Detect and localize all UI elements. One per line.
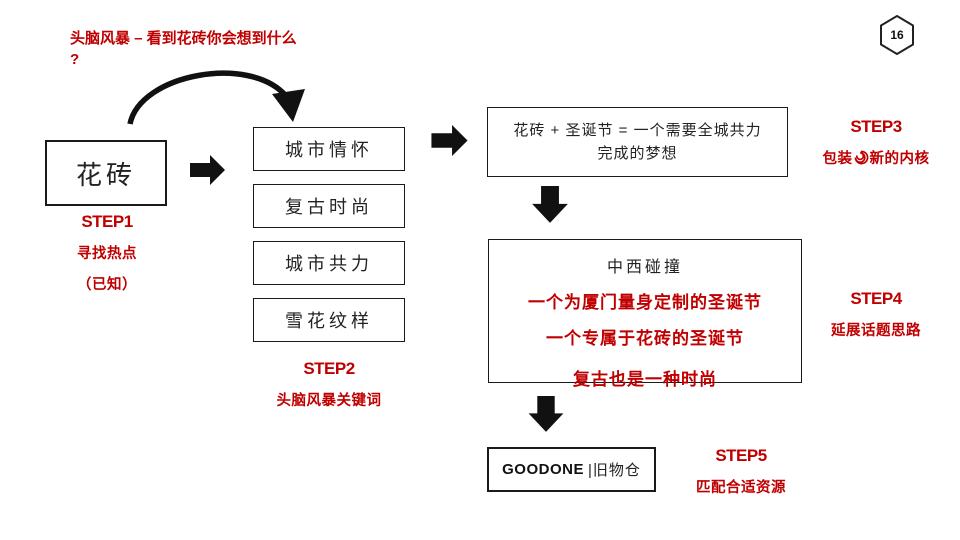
page-number-badge: 16 [878,14,916,56]
hotspot-box: 花砖 [45,140,167,206]
hexagon-icon [880,15,914,55]
step2-label: STEP2 [303,359,355,378]
collision-line: 一个专属于花砖的圣诞节 [546,329,744,348]
arrow-right-icon [190,155,225,185]
step3-block: STEP3 包装新的内核 [800,117,952,169]
step5-label: STEP5 [715,446,767,465]
step3-label: STEP3 [850,117,902,136]
step1-desc2: （已知） [77,277,137,293]
keyword-label: 城市情怀 [285,140,373,160]
step2-desc: 头脑风暴关键词 [276,393,382,409]
keyword-box-city-strength: 城市共力 [253,241,405,285]
slide-title-line1: 头脑风暴 – 看到花砖你会想到什么 [70,30,297,47]
step3-desc: 包装新的内核 [800,147,952,169]
collision-box: 中西碰撞 一个为厦门量身定制的圣诞节 一个专属于花砖的圣诞节 复古也是一种时尚 [488,239,802,389]
keyword-label: 复古时尚 [285,197,373,217]
keyword-box-snowflake-pattern: 雪花纹样 [253,298,405,342]
page-number: 16 [890,28,904,42]
step3-desc-prefix: 包装 [822,151,853,167]
formula-line1: 花砖 + 圣诞节 = 一个需要全城共力 [513,121,762,139]
step4-label: STEP4 [850,289,902,308]
resource-box: GOODONE |旧物仓 [487,447,656,492]
curved-arrow-icon [127,70,305,125]
collision-heading: 中西碰撞 [606,259,683,276]
step4-block: STEP4 延展话题思路 [800,289,952,340]
step5-desc: 匹配合适资源 [696,480,786,496]
keyword-box-retro-fashion: 复古时尚 [253,184,405,228]
formula-line2: 完成的梦想 [597,145,678,162]
step1-desc: 寻找热点 [77,246,137,262]
slide-title-line2: ? [70,51,80,68]
keyword-label: 城市共力 [285,254,373,274]
step1-block: STEP1 寻找热点 （已知） [40,212,174,294]
arrow-down-icon [528,396,564,432]
arrow-right-icon [431,125,468,156]
resource-suffix: |旧物仓 [587,462,641,479]
step5-block: STEP5 匹配合适资源 [666,446,816,497]
keyword-label: 雪花纹样 [285,311,373,331]
slide-title: 头脑风暴 – 看到花砖你会想到什么 ? [70,28,410,70]
collision-line: 一个为厦门量身定制的圣诞节 [528,293,762,312]
collision-line: 复古也是一种时尚 [573,370,717,389]
step2-block: STEP2 头脑风暴关键词 [244,359,414,410]
keyword-column: 城市情怀 复古时尚 城市共力 雪花纹样 [253,127,405,342]
step4-desc: 延展话题思路 [831,323,921,339]
resource-brand: GOODONE [502,461,584,478]
formula-box: 花砖 + 圣诞节 = 一个需要全城共力 完成的梦想 [487,107,788,177]
swirl-icon [854,150,869,169]
arrow-down-icon [532,186,568,223]
step1-label: STEP1 [81,212,133,231]
step3-desc-suffix: 新的内核 [869,151,930,167]
hotspot-label: 花砖 [75,159,136,190]
keyword-box-city-sentiment: 城市情怀 [253,127,405,171]
